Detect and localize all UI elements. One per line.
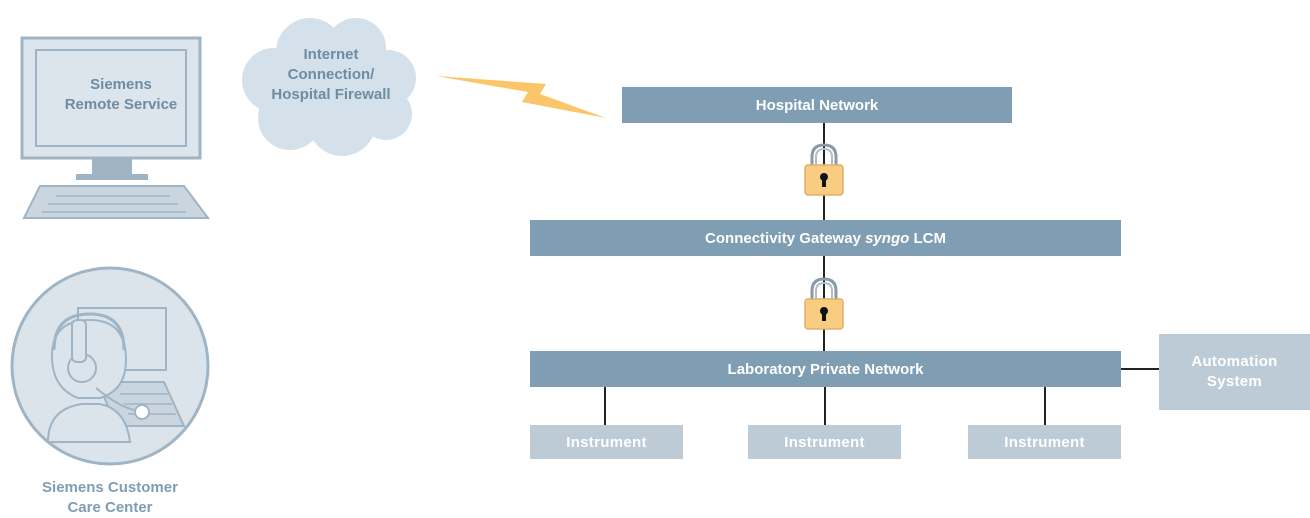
remote-service-line2: Remote Service [64,96,178,113]
cloud-line3: Hospital Firewall [271,86,391,103]
customer-care-agent-icon [10,266,210,466]
instrument-label: Instrument [784,433,865,451]
lightning-bolt-icon [436,76,606,118]
instrument-box: Instrument [968,425,1121,459]
automation-line2: System [1206,373,1263,390]
instrument-box: Instrument [748,425,901,459]
hospital-network-label: Hospital Network [755,96,879,114]
cloud-line2: Connection/ [287,66,375,83]
remote-service-label: Siemens Remote Service [46,75,196,115]
connector-line [604,387,606,425]
care-center-line2: Care Center [67,499,153,516]
connector-line [824,387,826,425]
cloud-line1: Internet [303,46,359,63]
gateway-label-suffix: LCM [909,229,946,247]
remote-service-computer-icon [20,36,210,219]
gateway-label-prefix: Connectivity Gateway [705,229,866,247]
padlock-icon [804,143,844,196]
connectivity-gateway-bar: Connectivity Gateway syngo LCM [530,220,1121,256]
cloud-label: Internet Connection/ Hospital Firewall [238,45,424,105]
gateway-label-italic: syngo [865,229,910,247]
remote-service-line1: Siemens [90,76,152,93]
care-center-label: Siemens Customer Care Center [8,478,212,518]
instrument-label: Instrument [566,433,647,451]
automation-line1: Automation [1191,353,1278,370]
connector-line [1121,368,1159,370]
connector-line [1044,387,1046,425]
instrument-label: Instrument [1004,433,1085,451]
care-center-line1: Siemens Customer [42,479,178,496]
padlock-icon [804,277,844,330]
instrument-box: Instrument [530,425,683,459]
automation-system-box: Automation System [1159,334,1310,410]
hospital-network-bar: Hospital Network [622,87,1012,123]
lab-network-label: Laboratory Private Network [727,360,924,378]
lab-private-network-bar: Laboratory Private Network [530,351,1121,387]
internet-cloud-icon [242,18,416,156]
